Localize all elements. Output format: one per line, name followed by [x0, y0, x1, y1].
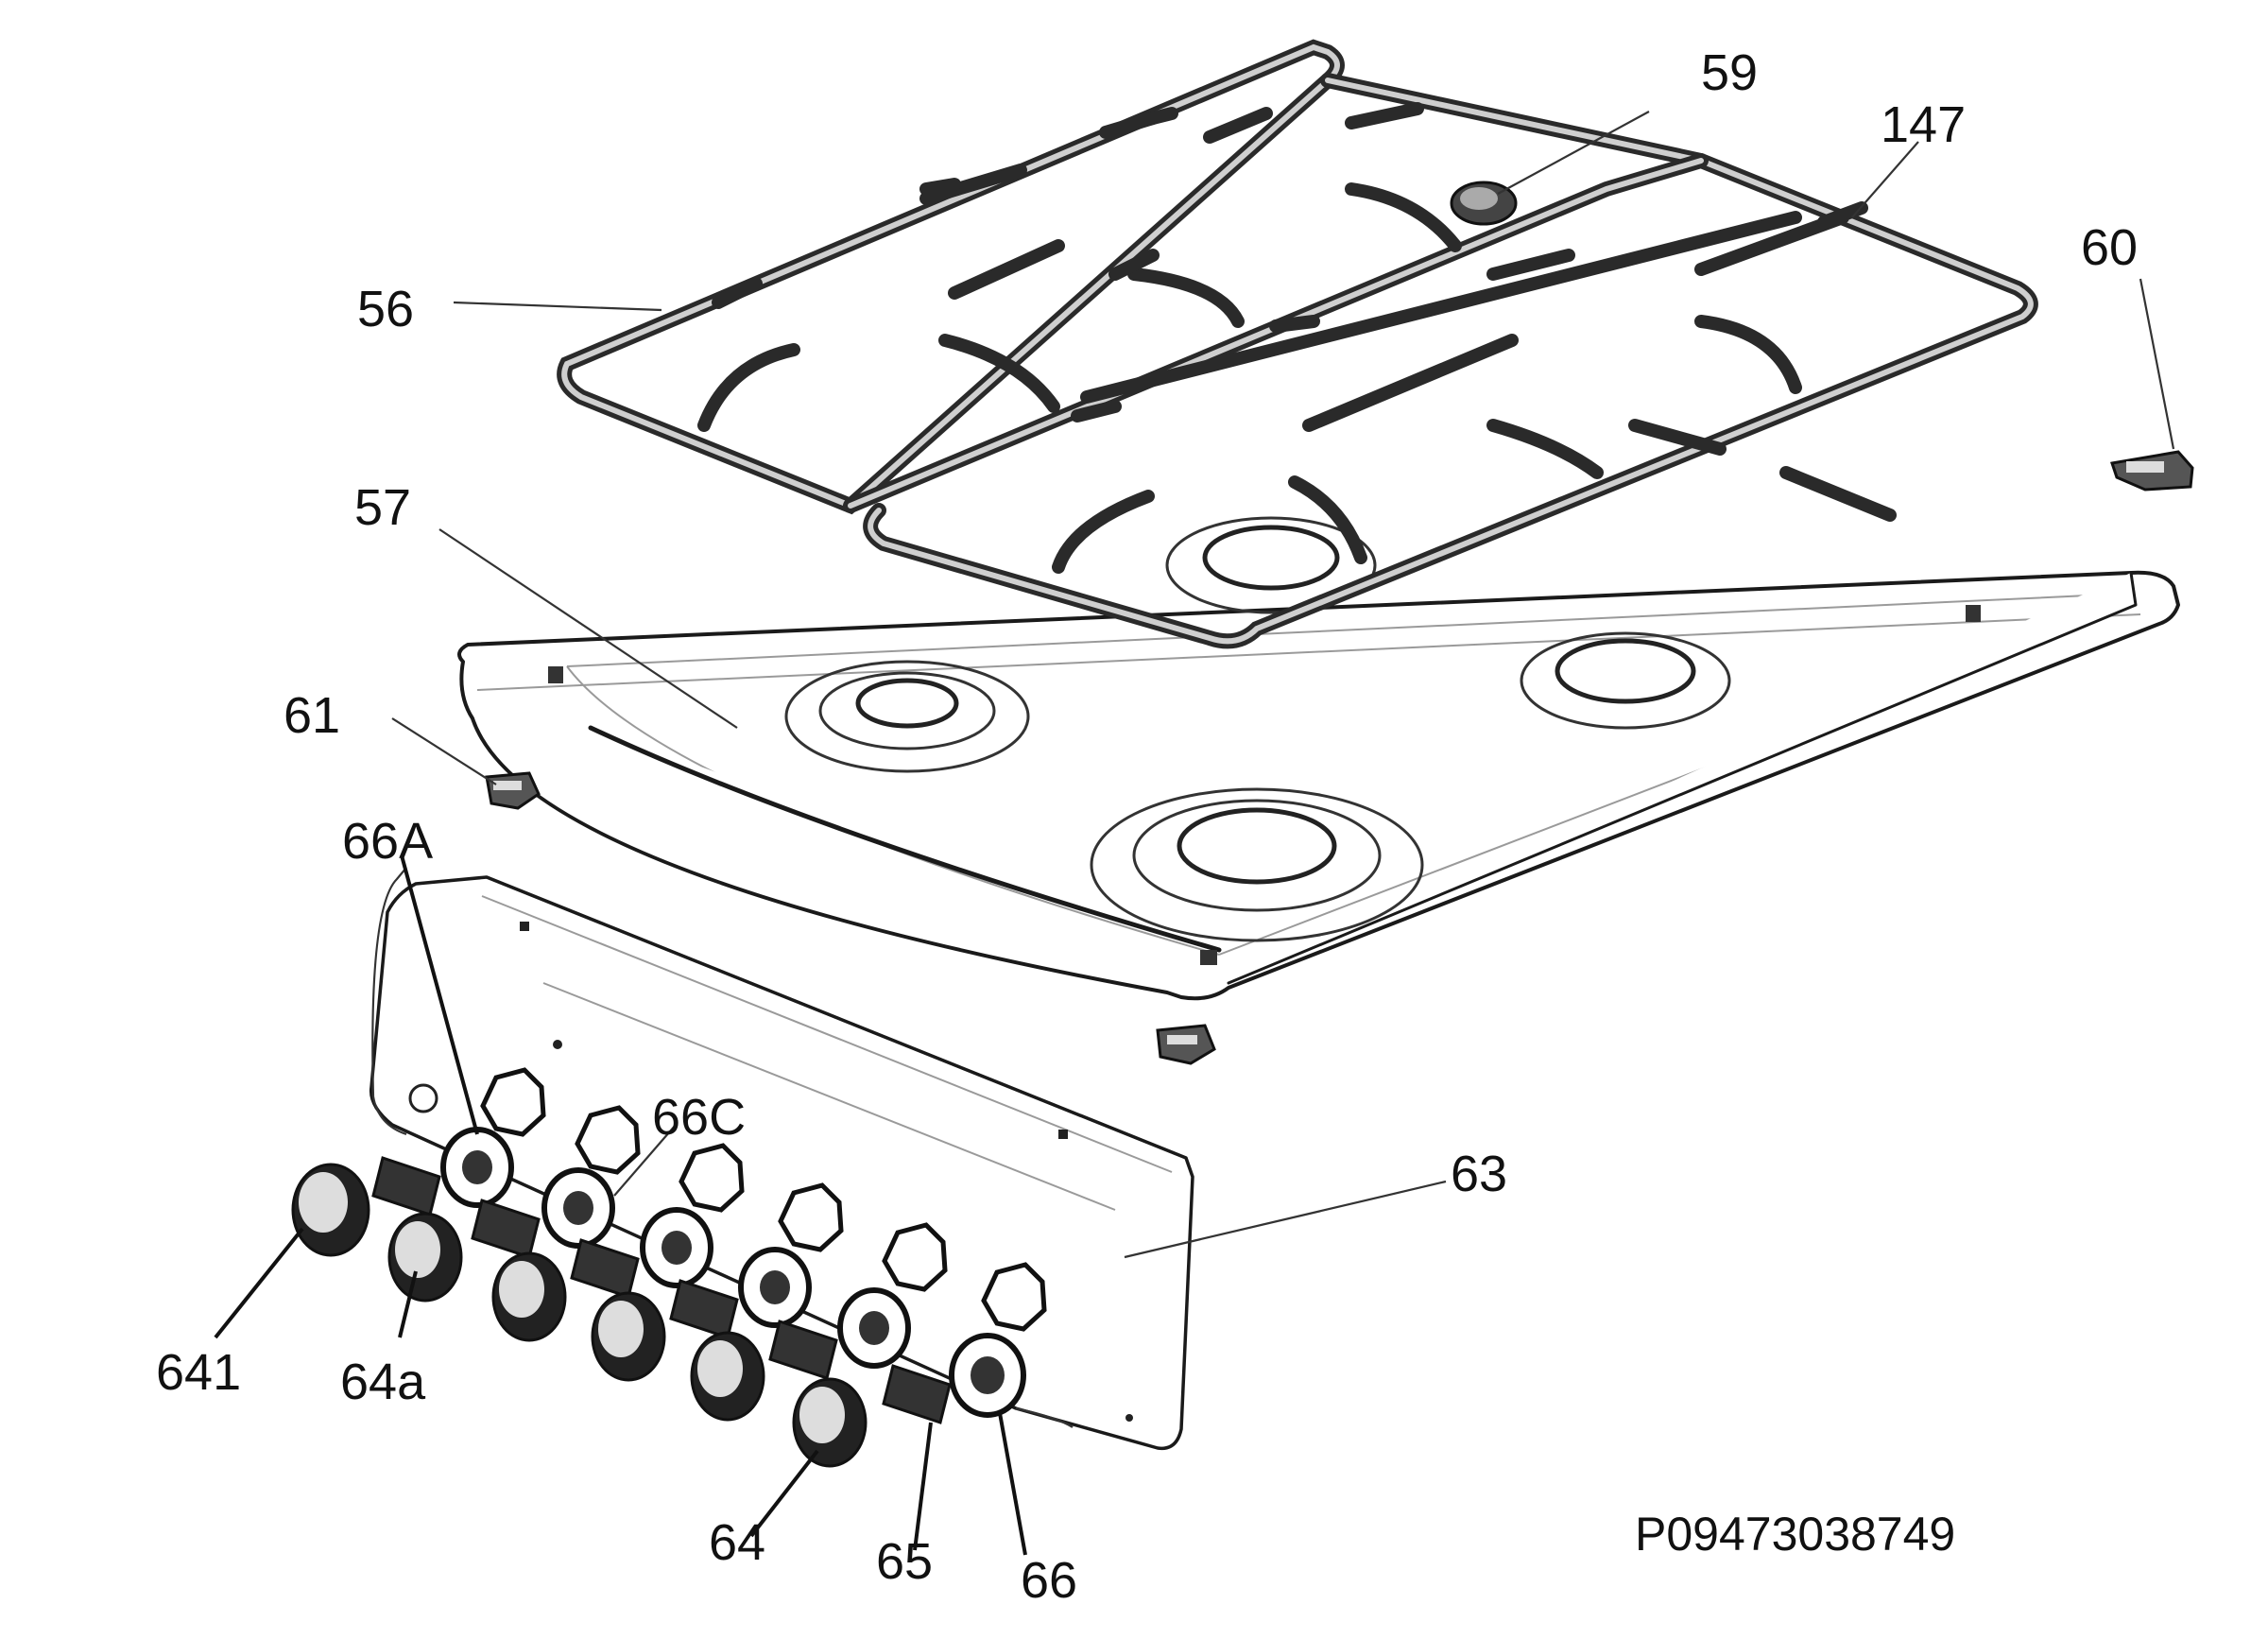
burner-rear-center [1165, 516, 1377, 614]
label-147: 147 [1881, 96, 1966, 153]
label-65: 65 [876, 1533, 933, 1590]
burner-front-large [1090, 787, 1424, 942]
leader-lines [214, 111, 2175, 1556]
hob-top-plate [457, 570, 2180, 1001]
knob-1 [291, 1163, 370, 1257]
knob-6 [792, 1377, 868, 1468]
label-64: 64 [709, 1514, 765, 1571]
burner-rear-left [784, 660, 1030, 773]
pan-support-grid [557, 39, 2038, 649]
knob-3 [491, 1251, 567, 1342]
label-57: 57 [354, 479, 411, 536]
label-64a: 64a [340, 1354, 426, 1410]
bezel-rings [440, 1127, 1026, 1418]
label-59: 59 [1701, 44, 1758, 101]
label-63: 63 [1451, 1146, 1507, 1202]
label-60: 60 [2081, 219, 2138, 276]
panel-knob-holes [480, 1067, 1047, 1332]
knob-springs [371, 1156, 952, 1424]
knob-4 [591, 1291, 666, 1382]
label-641: 641 [156, 1344, 241, 1401]
label-66C: 66C [652, 1089, 746, 1146]
knob-2 [387, 1212, 463, 1303]
label-66: 66 [1021, 1552, 1077, 1609]
drawing-code: P09473038749 [1635, 1508, 1955, 1561]
part-61-foot [485, 771, 1216, 1065]
label-66A: 66A [342, 813, 433, 870]
burner-right [1520, 631, 1731, 730]
label-56: 56 [357, 281, 414, 337]
control-knobs [291, 1163, 868, 1468]
part-60-foot [2110, 450, 2194, 492]
callout-labels: 56 57 59 147 60 61 66A 66C 63 641 64a 64… [156, 44, 2138, 1609]
knob-5 [690, 1331, 765, 1422]
label-61: 61 [284, 687, 340, 744]
